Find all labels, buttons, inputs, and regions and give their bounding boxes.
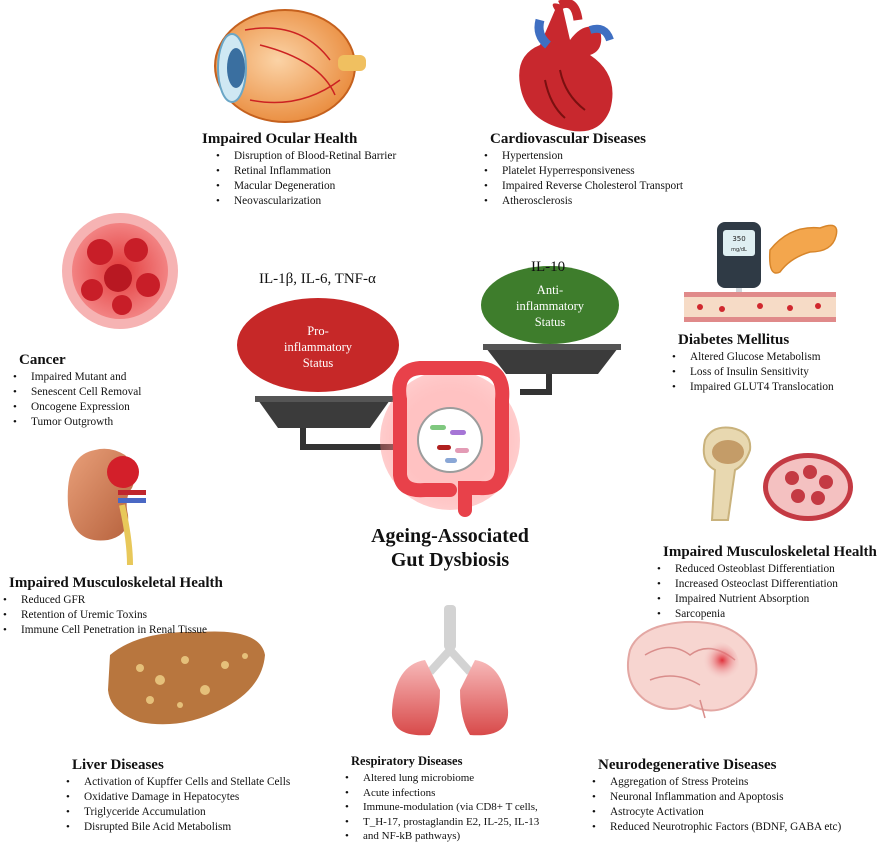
respiratory-block: Respiratory Diseases Altered lung microb… <box>351 752 539 844</box>
pancreas-icon <box>770 225 837 273</box>
center-title: Ageing-Associated Gut Dysbiosis <box>365 524 535 572</box>
list-item: Impaired Reverse Cholesterol Transport <box>490 179 683 194</box>
list-item: Retention of Uremic Toxins <box>9 608 223 623</box>
musculo-block: Impaired Musculoskeletal Health Reduced … <box>663 543 877 622</box>
list-item: Oxidative Damage in Hepatocytes <box>72 790 290 805</box>
list-item: Hypertension <box>490 149 683 164</box>
renal-block: Impaired Musculoskeletal Health Reduced … <box>9 574 223 638</box>
kidney-icon <box>68 449 146 565</box>
list-item: Disrupted Bile Acid Metabolism <box>72 820 290 835</box>
bone-icon <box>704 428 750 521</box>
list-item: Impaired Nutrient Absorption <box>663 592 877 607</box>
list-item: Altered Glucose Metabolism <box>678 350 834 365</box>
list-item: Oncogene Expression <box>19 400 141 415</box>
cardio-title: Cardiovascular Diseases <box>490 130 683 148</box>
list-item: and NF-kB pathways) <box>351 829 539 844</box>
cancer-cells-icon <box>62 213 178 329</box>
list-item: Impaired GLUT4 Translocation <box>678 380 834 395</box>
ocular-block: Impaired Ocular Health Disruption of Blo… <box>202 130 396 209</box>
muscle-icon <box>763 453 853 521</box>
liver-icon <box>108 631 265 724</box>
svg-text:mg/dL: mg/dL <box>731 247 747 253</box>
neuro-block: Neurodegenerative Diseases Aggregation o… <box>598 756 841 835</box>
neuro-title: Neurodegenerative Diseases <box>598 756 841 774</box>
right-cytokines: IL-10 <box>531 259 565 276</box>
list-item: Neovascularization <box>222 194 396 209</box>
blood-vessel-icon <box>684 292 836 322</box>
lungs-icon <box>392 605 508 735</box>
liver-block: Liver Diseases Activation of Kupffer Cel… <box>72 756 290 835</box>
gut-icon <box>380 368 520 510</box>
list-item: Immune-modulation (via CD8+ T cells, <box>351 800 539 815</box>
heart-icon <box>519 3 612 131</box>
list-item: Acute infections <box>351 786 539 801</box>
anti-inflammatory-label: Anti- inflammatory Status <box>500 282 600 330</box>
list-item: Loss of Insulin Sensitivity <box>678 365 834 380</box>
cardio-block: Cardiovascular Diseases Hypertension Pla… <box>490 130 683 209</box>
list-item: Senescent Cell Removal <box>19 385 141 400</box>
list-item: Astrocyte Activation <box>598 805 841 820</box>
brain-icon <box>628 622 757 718</box>
list-item: Impaired Mutant and <box>19 370 141 385</box>
list-item: Sarcopenia <box>663 607 877 622</box>
list-item: Altered lung microbiome <box>351 771 539 786</box>
musculo-title: Impaired Musculoskeletal Health <box>663 543 877 561</box>
list-item: Immune Cell Penetration in Renal Tissue <box>9 623 223 638</box>
liver-title: Liver Diseases <box>72 756 290 774</box>
list-item: Retinal Inflammation <box>222 164 396 179</box>
list-item: Triglyceride Accumulation <box>72 805 290 820</box>
list-item: Neuronal Inflammation and Apoptosis <box>598 790 841 805</box>
list-item: Reduced Osteoblast Differentiation <box>663 562 877 577</box>
left-cytokines: IL-1β, IL-6, TNF-α <box>259 271 376 288</box>
svg-text:350: 350 <box>732 235 745 243</box>
list-item: Aggregation of Stress Proteins <box>598 775 841 790</box>
list-item: Disruption of Blood-Retinal Barrier <box>222 149 396 164</box>
cancer-title: Cancer <box>19 351 141 369</box>
list-item: T_H-17, prostaglandin E2, IL-25, IL-13 <box>351 815 539 830</box>
list-item: Atherosclerosis <box>490 194 683 209</box>
list-item: Increased Osteoclast Differentiation <box>663 577 877 592</box>
diabetes-title: Diabetes Mellitus <box>678 331 834 349</box>
ocular-title: Impaired Ocular Health <box>202 130 396 148</box>
list-item: Reduced Neurotrophic Factors (BDNF, GABA… <box>598 820 841 835</box>
respiratory-title: Respiratory Diseases <box>351 752 539 770</box>
cancer-block: Cancer Impaired Mutant and Senescent Cel… <box>19 351 141 430</box>
list-item: Platelet Hyperresponsiveness <box>490 164 683 179</box>
list-item: Macular Degeneration <box>222 179 396 194</box>
pro-inflammatory-label: Pro- inflammatory Status <box>268 323 368 371</box>
list-item: Activation of Kupffer Cells and Stellate… <box>72 775 290 790</box>
diabetes-block: Diabetes Mellitus Altered Glucose Metabo… <box>678 331 834 395</box>
list-item: Reduced GFR <box>9 593 223 608</box>
renal-title: Impaired Musculoskeletal Health <box>9 574 223 592</box>
list-item: Tumor Outgrowth <box>19 415 141 430</box>
eye-icon <box>215 10 366 122</box>
